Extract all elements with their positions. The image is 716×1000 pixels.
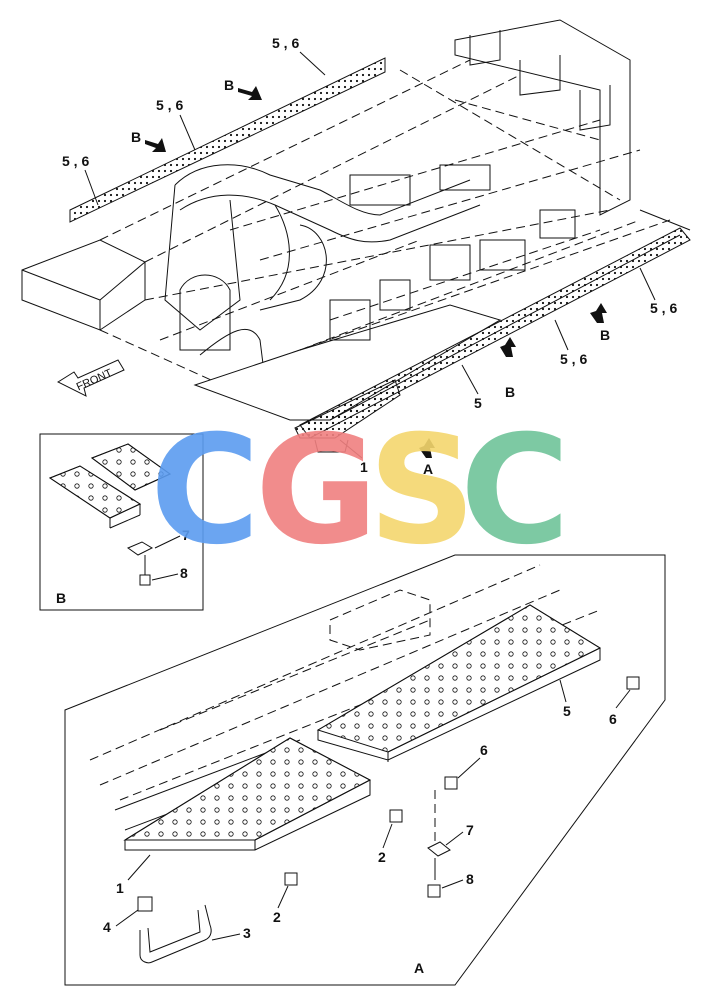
detail-a: 1 2 2 3 4 5 6 6 7 8 A [64, 554, 666, 986]
callout-b: B [224, 77, 234, 93]
watermark-letter: G [255, 404, 378, 578]
detail-b-part-8: 8 [180, 565, 188, 581]
detail-a-part-3: 3 [243, 925, 251, 941]
detail-a-part-6: 6 [609, 711, 617, 727]
detail-a-part-2: 2 [273, 909, 281, 925]
callout-5: 5 [474, 395, 482, 411]
upper-step-plates [69, 57, 691, 453]
arrow-b-icon [500, 337, 516, 357]
detail-b-title: B [56, 590, 66, 606]
step-plate-right-front [294, 379, 401, 439]
detail-a-part-8: 8 [466, 871, 474, 887]
view-arrows [145, 86, 607, 458]
detail-a-part-7: 7 [466, 822, 474, 838]
step-plate-upper-left [69, 57, 386, 223]
step-handle [139, 904, 212, 964]
callout-5-6: 5 , 6 [62, 153, 89, 169]
callout-b: B [505, 384, 515, 400]
detail-a-part-1: 1 [116, 880, 124, 896]
arrow-a-icon [419, 438, 435, 458]
watermark-logo: C G S C [150, 404, 570, 578]
callout-1: 1 [360, 459, 368, 475]
arrow-b-icon [238, 86, 262, 100]
callout-b: B [131, 129, 141, 145]
callout-5-6: 5 , 6 [560, 351, 587, 367]
callout-5-6: 5 , 6 [272, 35, 299, 51]
callout-b: B [600, 327, 610, 343]
main-frame [21, 19, 691, 421]
detail-a-title: A [414, 960, 424, 976]
front-indicator: FRONT [56, 359, 125, 397]
callout-a: A [423, 461, 433, 477]
arrow-b-icon [590, 303, 607, 323]
detail-a-part-4: 4 [103, 919, 111, 935]
detail-b: 7 8 B [39, 433, 204, 611]
callout-5-6: 5 , 6 [156, 97, 183, 113]
watermark-letter: C [460, 404, 570, 578]
detail-a-part-6: 6 [480, 742, 488, 758]
detail-a-part-2: 2 [378, 849, 386, 865]
watermark-letter: C [150, 404, 260, 578]
callout-5-6: 5 , 6 [650, 300, 677, 316]
watermark-letter: S [368, 404, 476, 578]
detail-a-part-5: 5 [563, 703, 571, 719]
detail-b-part-7: 7 [182, 527, 190, 543]
arrow-b-icon [145, 138, 166, 152]
top-callouts: 5 , 6 5 , 6 5 , 6 B B 5 , 6 5 , 6 5 B B … [62, 35, 677, 477]
step-handle-top [314, 439, 349, 453]
